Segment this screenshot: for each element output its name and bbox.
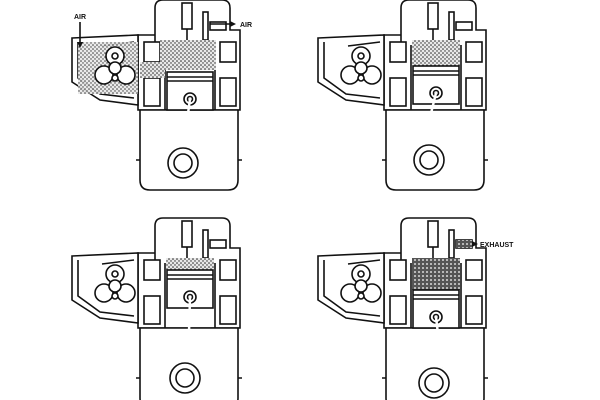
- panel-compression: [317, 0, 489, 191]
- exhaust-label: EXHAUST: [480, 242, 514, 249]
- air-inlet-label: AIR: [74, 14, 86, 21]
- exhaust-arrow-icon: [472, 241, 478, 247]
- panel-injection: [71, 217, 243, 400]
- panel-exhaust: EXHAUST: [317, 217, 514, 400]
- air-outlet-label: AIR: [240, 22, 252, 29]
- air-out-arrow-icon: [230, 21, 236, 27]
- panel-scavenging: AIR AIR: [71, 0, 252, 191]
